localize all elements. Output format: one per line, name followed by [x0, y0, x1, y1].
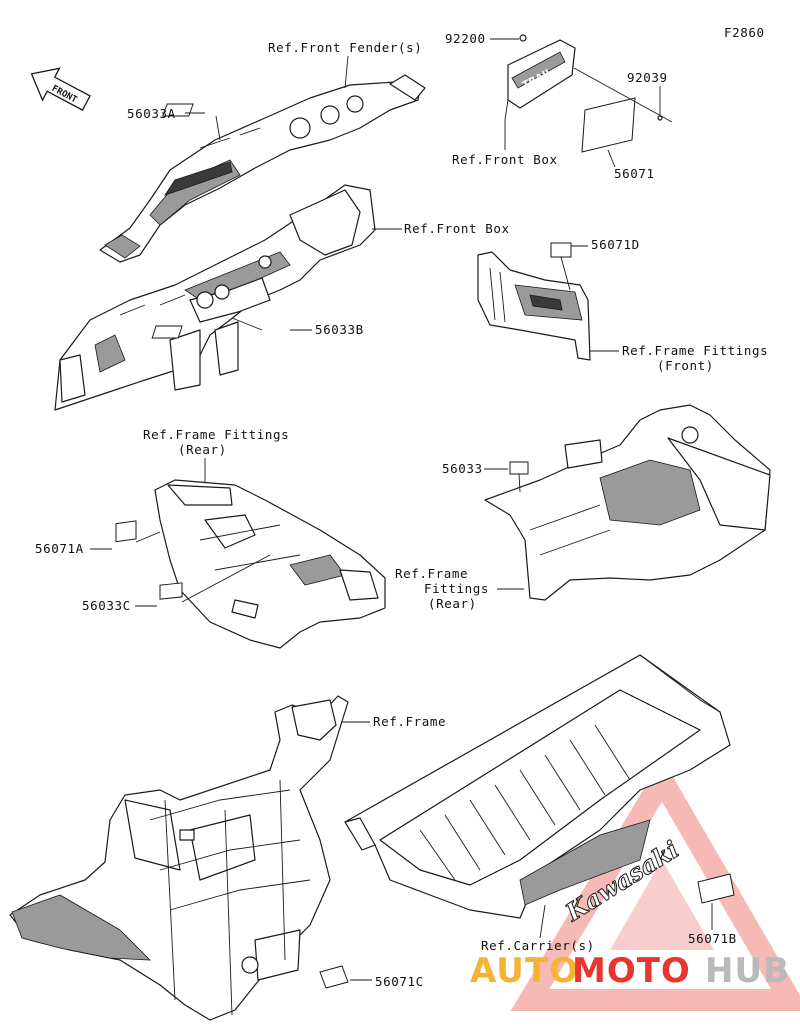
- frame-fittings-front: [477, 251, 591, 361]
- callout-92200: 92200: [445, 31, 486, 46]
- ref-frame-fittings-front-1: Ref.Frame Fittings: [622, 343, 768, 358]
- frame-fittings-rear-left: [154, 479, 386, 649]
- decal-56071: [581, 97, 636, 153]
- watermark-text-hub: HUB: [705, 951, 790, 991]
- callout-92039: 92039: [627, 70, 668, 85]
- ref-carrier: Ref.Carrier(s): [481, 938, 595, 953]
- callout-56033B: 56033B: [315, 322, 364, 337]
- callout-56071: 56071: [614, 166, 655, 181]
- decal-56033: [509, 461, 529, 475]
- watermark-inner-triangle-icon: [610, 860, 714, 950]
- decal-56071C: [319, 965, 349, 989]
- callout-56033: 56033: [442, 461, 483, 476]
- front-box-lid: TRAIL: [504, 39, 576, 121]
- callout-56071D: 56071D: [591, 237, 640, 252]
- front-arrow-icon: FRONT: [30, 67, 91, 111]
- ref-frame-fittings-rear-a2: (Rear): [178, 442, 227, 457]
- carrier-bed: [344, 654, 731, 919]
- decal-56033C: [159, 582, 183, 600]
- ref-frame-fittings-rear-b1: Ref.Frame: [395, 566, 468, 581]
- screw-92200-icon: [519, 34, 527, 42]
- frame-fittings-rear-right: [484, 404, 771, 601]
- front-box-assembly: [54, 184, 376, 411]
- callout-56071C: 56071C: [375, 974, 424, 989]
- frame-assembly: [9, 695, 349, 1021]
- decal-56071D: [550, 242, 572, 258]
- callout-56033A: 56033A: [127, 106, 176, 121]
- ref-frame-fittings-front-2: (Front): [657, 358, 714, 373]
- watermark-text-moto: MOTO: [572, 951, 691, 991]
- watermark-wordmark: AUTO MOTO HUB: [470, 951, 790, 991]
- callout-56033C: 56033C: [82, 598, 131, 613]
- decal-56033B: [151, 325, 183, 339]
- decal-56071B: [697, 873, 735, 904]
- callout-56071B: 56071B: [688, 931, 737, 946]
- diagram-code: F2860: [724, 25, 765, 40]
- ref-frame-fittings-rear-b3: (Rear): [428, 596, 477, 611]
- front-fender-assembly: [99, 74, 426, 263]
- ref-frame: Ref.Frame: [373, 714, 446, 729]
- ref-front-fender: Ref.Front Fender(s): [268, 40, 422, 55]
- ref-frame-fittings-rear-a1: Ref.Frame Fittings: [143, 427, 289, 442]
- ref-front-box-top: Ref.Front Box: [452, 152, 558, 167]
- decal-56071A: [115, 520, 137, 543]
- watermark-text-auto: AUTO: [470, 951, 579, 991]
- ref-frame-fittings-rear-b2: Fittings: [424, 581, 489, 596]
- ref-front-box-mid: Ref.Front Box: [404, 221, 510, 236]
- callout-56071A: 56071A: [35, 541, 84, 556]
- clip-92039-icon: [657, 115, 663, 121]
